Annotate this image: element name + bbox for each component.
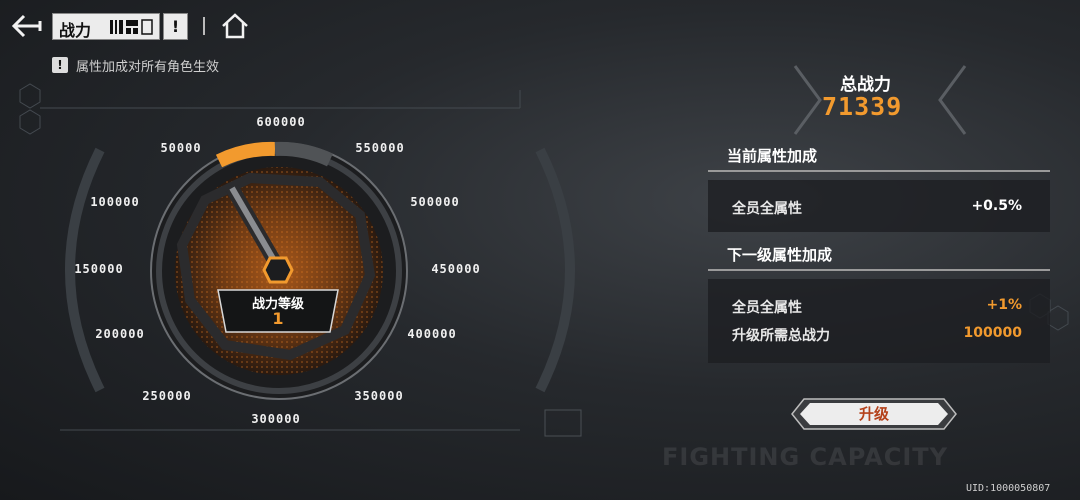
- page-title: 战力: [59, 21, 92, 40]
- next-bonus-panel: 全员全属性 +1% 升级所需总战力 100000: [708, 279, 1050, 363]
- gauge-dial: [150, 141, 408, 400]
- current-bonus-title: 当前属性加成: [727, 147, 818, 165]
- gauge-tick: 500000: [410, 195, 460, 209]
- next-bonus-title: 下一级属性加成: [727, 246, 833, 264]
- gauge-needle: [225, 184, 294, 284]
- title-decoration-icon: [110, 19, 153, 35]
- page-title-box: 战力: [52, 13, 160, 40]
- home-icon[interactable]: [220, 12, 250, 40]
- section-divider: [708, 269, 1050, 271]
- section-divider: [708, 170, 1050, 172]
- level-value: 1: [272, 309, 284, 328]
- note-text: 属性加成对所有角色生效: [76, 59, 220, 75]
- bonus-note: ! 属性加成对所有角色生效: [52, 56, 220, 75]
- gauge-tick: 400000: [407, 327, 457, 341]
- required-power-label: 升级所需总战力: [732, 328, 830, 344]
- level-plate: 战力等级 1: [218, 288, 338, 332]
- total-power-label: 总战力: [840, 75, 891, 95]
- gauge-tick: 250000: [142, 389, 192, 403]
- upgrade-button-frame: [791, 398, 957, 430]
- uid-label: UID:1000050807: [966, 483, 1051, 494]
- gauge-tick: 150000: [74, 262, 124, 276]
- upgrade-label: 升级: [858, 405, 889, 423]
- gauge-tick: 450000: [431, 262, 481, 276]
- current-bonus-panel: 全员全属性 +0.5%: [708, 180, 1050, 232]
- current-bonus-label: 全员全属性: [732, 201, 802, 217]
- power-gauge: 600000 550000 500000 450000 400000 35000…: [74, 115, 481, 426]
- warning-icon: !: [52, 57, 68, 73]
- gauge-tick: 300000: [251, 412, 301, 426]
- gauge-tick: 600000: [256, 115, 306, 129]
- gauge-tick: 550000: [355, 141, 405, 155]
- separator: [203, 17, 205, 35]
- required-power-value: 100000: [963, 325, 1022, 341]
- total-power-value: 71339: [822, 92, 903, 121]
- back-arrow-icon[interactable]: [10, 12, 44, 40]
- next-bonus-value: +1%: [986, 297, 1023, 313]
- gauge-tick: 350000: [354, 389, 404, 403]
- watermark-text: FIGHTING CAPACITY: [662, 443, 948, 471]
- level-label: 战力等级: [251, 297, 304, 312]
- gauge-tick: 200000: [95, 327, 145, 341]
- current-bonus-value: +0.5%: [971, 198, 1022, 214]
- gauge-tick: 100000: [90, 195, 140, 209]
- upgrade-button[interactable]: 升级: [790, 397, 958, 431]
- gauge-tick: 50000: [160, 141, 202, 155]
- next-bonus-label: 全员全属性: [732, 300, 802, 316]
- info-button[interactable]: !: [163, 13, 188, 40]
